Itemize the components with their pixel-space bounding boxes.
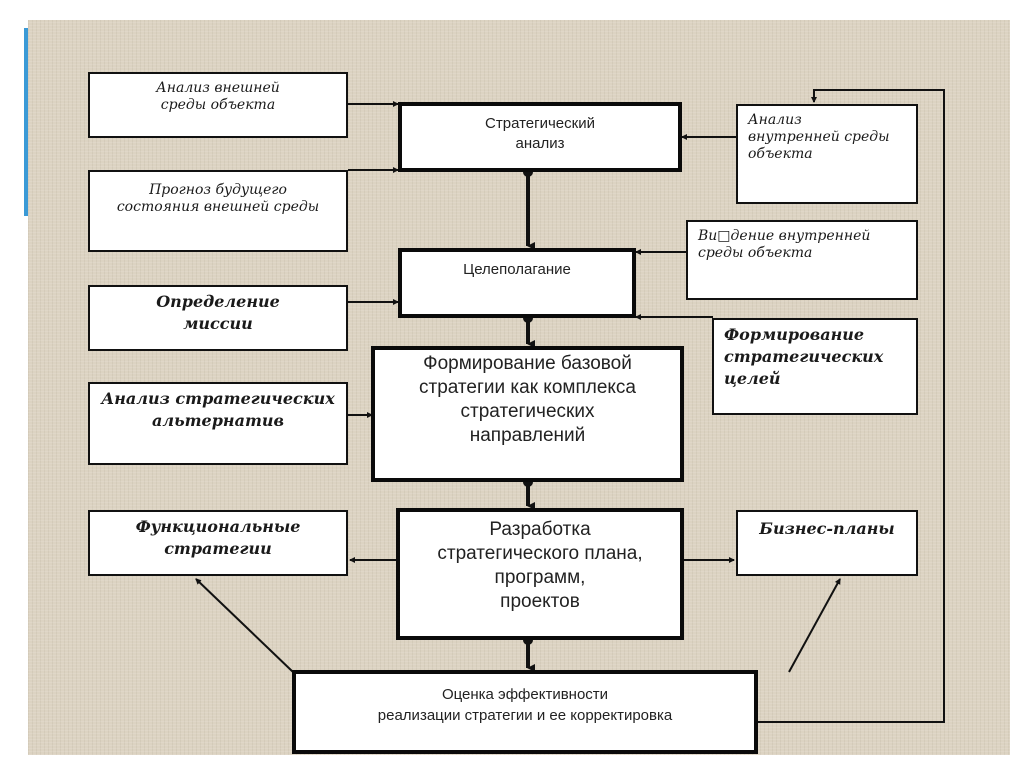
node-text-line: программ, — [494, 567, 586, 588]
node-text-line: Формирование — [724, 325, 865, 344]
node-goal-setting: Целеполагание — [398, 248, 636, 318]
node-external-forecast: Прогноз будущего состояния внешней среды — [88, 170, 348, 252]
node-internal-vision: Ви□дение внутренней среды объекта — [686, 220, 918, 300]
node-strategic-alternatives-analysis: Анализ стратегических альтернатив — [88, 382, 348, 465]
node-text-line: Прогноз будущего — [149, 182, 287, 198]
node-text-line: Оценка эффективности — [441, 686, 609, 703]
node-text-line: проектов — [500, 591, 580, 612]
node-business-plans: Бизнес-планы — [736, 510, 918, 576]
node-text-line: объекта — [748, 146, 813, 162]
node-text-line: миссии — [183, 314, 253, 333]
node-text-line: состояния внешней среды — [116, 199, 320, 215]
node-text-line: среды объекта — [698, 245, 813, 261]
node-text-line: Разработка — [489, 519, 591, 540]
node-text-line: направлений — [469, 425, 586, 446]
node-text-line: Функциональные — [135, 517, 301, 536]
node-external-analysis: Анализ внешней среды объекта — [88, 72, 348, 138]
node-functional-strategies: Функциональные стратегии — [88, 510, 348, 576]
slide-accent-edge — [24, 28, 28, 216]
node-text-line: стратегических — [724, 347, 884, 366]
node-text-line: Ви□дение внутренней — [698, 228, 871, 244]
node-text-line: стратегии как комплекса — [419, 377, 636, 398]
node-text-line: Анализ стратегических — [101, 389, 335, 408]
node-text-line: внутренней среды — [748, 129, 890, 145]
node-text-line: реализации стратегии и ее корректировка — [377, 707, 673, 724]
node-mission-definition: Определение миссии — [88, 285, 348, 351]
node-text-line: стратегического плана, — [437, 543, 643, 564]
node-evaluation-correction: Оценка эффективности реализации стратеги… — [292, 670, 758, 754]
node-text-line: Стратегический — [485, 115, 595, 132]
node-text-line: стратегии — [164, 539, 272, 558]
node-text-line: Целеполагание — [463, 261, 571, 278]
node-strategic-analysis: Стратегический анализ — [398, 102, 682, 172]
node-text-line: среды объекта — [160, 97, 276, 113]
node-strategic-plan-development: Разработка стратегического плана, програ… — [396, 508, 684, 640]
node-text-line: Анализ внешней — [156, 80, 280, 96]
node-text-line: Анализ — [748, 112, 802, 128]
node-text-line: Формирование базовой — [423, 353, 632, 374]
node-text-line: Определение — [156, 292, 280, 311]
node-text-line: анализ — [515, 135, 565, 152]
node-text-line: альтернатив — [151, 411, 285, 430]
node-text-line: стратегических — [460, 401, 595, 422]
node-base-strategy-formation: Формирование базовой стратегии как компл… — [371, 346, 684, 482]
node-text-line: целей — [724, 369, 781, 388]
node-strategic-goals-formation: Формирование стратегических целей — [712, 318, 918, 415]
node-text-line: Бизнес-планы — [759, 519, 895, 538]
node-internal-analysis: Анализ внутренней среды объекта — [736, 104, 918, 204]
